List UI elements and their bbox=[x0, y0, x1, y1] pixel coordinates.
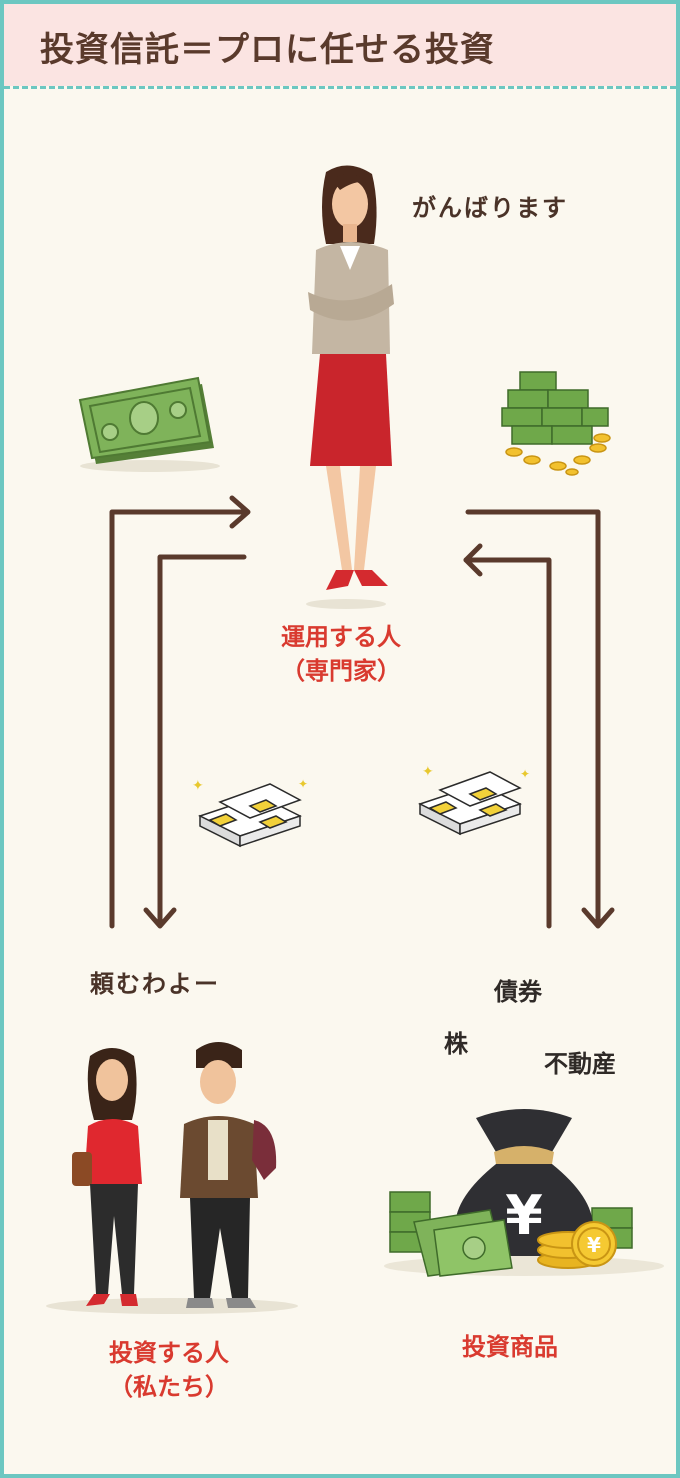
money-stacks-coins-icon bbox=[501, 371, 611, 476]
investors-label: 投資する人 （私たち） bbox=[94, 1336, 244, 1404]
product-real-estate: 不動産 bbox=[544, 1050, 616, 1078]
product-bonds: 債券 bbox=[494, 978, 542, 1006]
arrow-expert-to-investors bbox=[157, 554, 247, 927]
dollar-bills-icon bbox=[78, 376, 220, 472]
investors-label-line2: （私たち） bbox=[109, 1373, 229, 1401]
product-stocks: 株 bbox=[444, 1030, 468, 1058]
flow-arrows bbox=[109, 495, 615, 929]
investors-speech: 頼むわよー bbox=[90, 970, 220, 998]
svg-text:✦: ✦ bbox=[422, 764, 434, 780]
arrow-expert-to-products bbox=[465, 509, 601, 927]
yen-bundles-icon: ✦ ✦ ✦ ✦ bbox=[192, 764, 530, 848]
investors-label-line1: 投資する人 bbox=[109, 1339, 229, 1367]
expert-speech: がんばります bbox=[412, 194, 568, 222]
coin-yen-symbol: ¥ bbox=[587, 1233, 601, 1257]
svg-text:✦: ✦ bbox=[298, 777, 308, 791]
title-band: 投資信託＝プロに任せる投資 bbox=[4, 4, 676, 86]
investors-couple-illustration bbox=[46, 1042, 298, 1314]
money-bag-icon: ¥ ¥ bbox=[384, 1109, 664, 1277]
products-label: 投資商品 bbox=[462, 1333, 558, 1361]
arrow-products-to-expert bbox=[463, 557, 552, 929]
svg-text:✦: ✦ bbox=[520, 767, 530, 781]
expert-label-line1: 運用する人 bbox=[281, 623, 401, 651]
infographic-frame: 投資信託＝プロに任せる投資 bbox=[4, 4, 676, 1474]
expert-label: 運用する人 （専門家） bbox=[266, 620, 416, 688]
arrow-investors-to-expert bbox=[109, 509, 249, 929]
title-divider bbox=[4, 86, 676, 89]
expert-woman-illustration bbox=[306, 165, 394, 609]
page-title: 投資信託＝プロに任せる投資 bbox=[40, 30, 495, 70]
svg-text:✦: ✦ bbox=[192, 778, 204, 794]
bag-yen-symbol: ¥ bbox=[505, 1184, 543, 1247]
expert-label-line2: （専門家） bbox=[281, 657, 401, 685]
